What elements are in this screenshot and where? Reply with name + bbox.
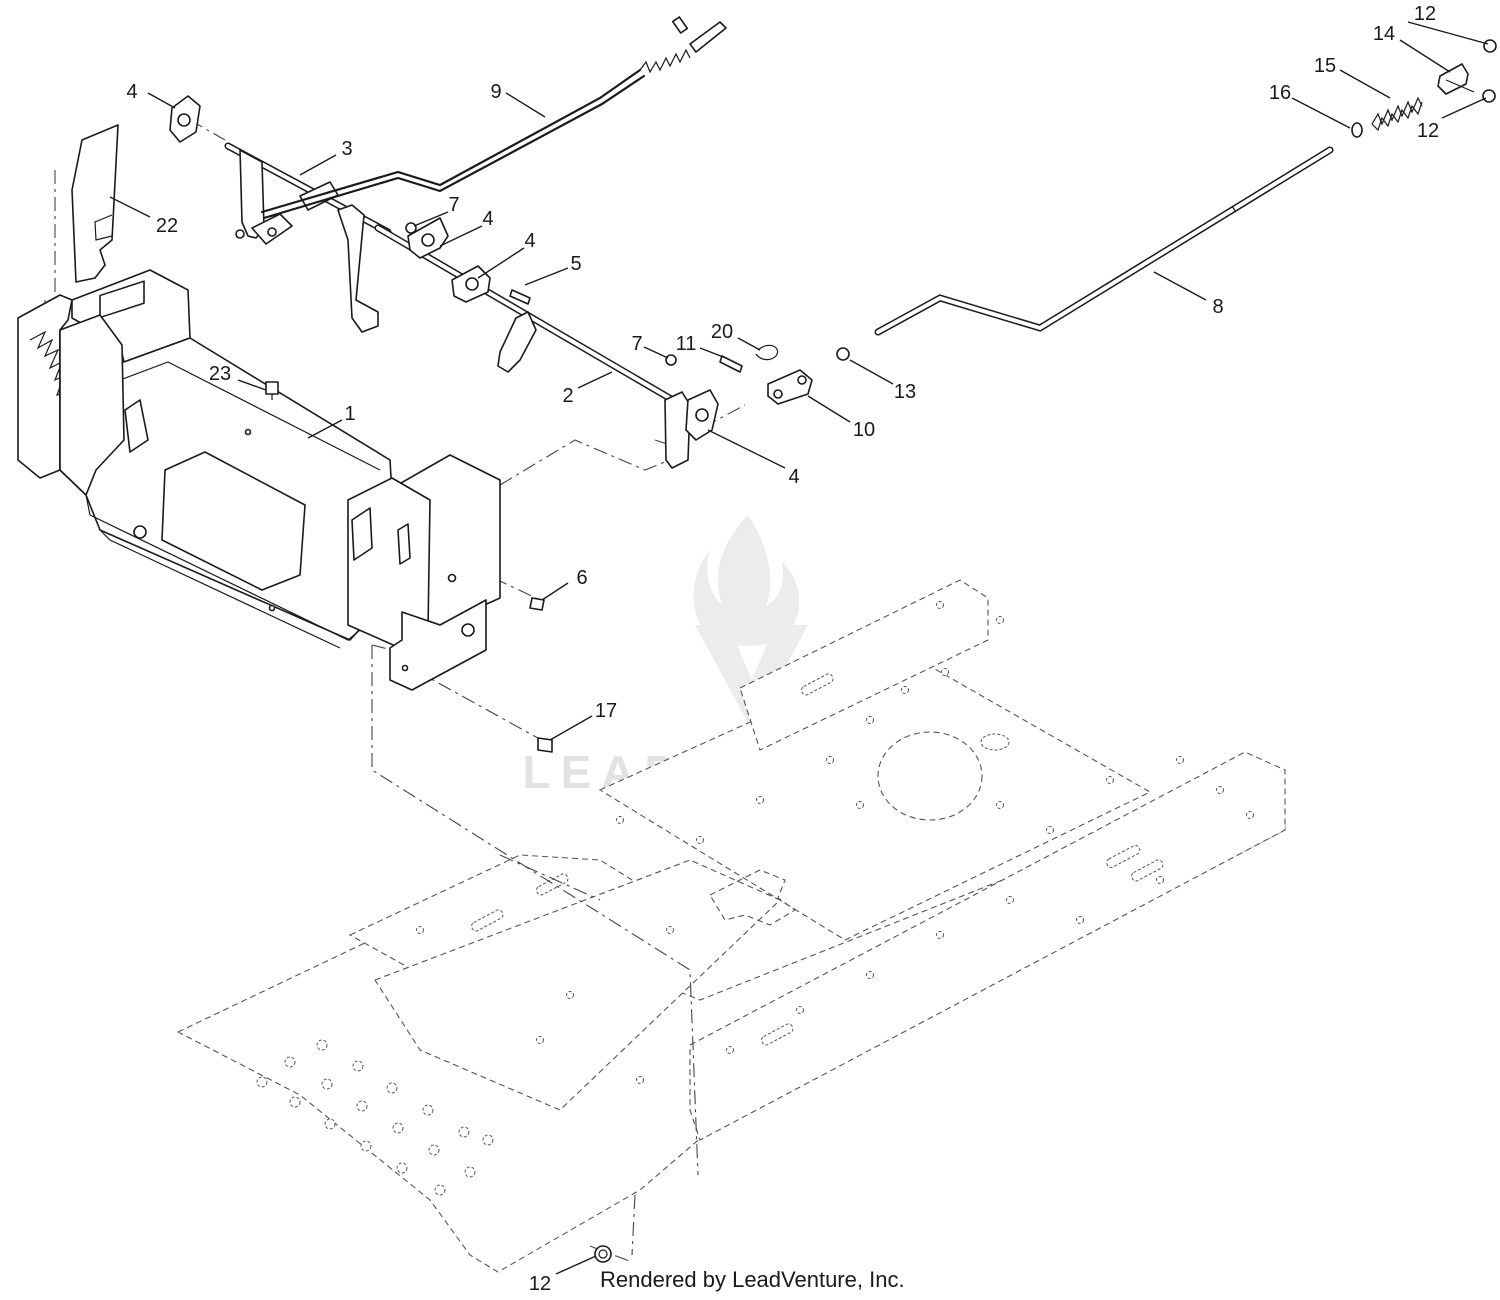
part-17-bolt: [537, 737, 553, 753]
callout-5: 5: [570, 253, 581, 275]
callout-13: 13: [894, 381, 916, 403]
callout-12: 12: [1417, 120, 1439, 142]
callout-14: 14: [1373, 23, 1395, 45]
floor-dimples: [256, 1039, 494, 1196]
frame-opening: [877, 731, 983, 821]
part-4-bearing-top-left: [169, 95, 201, 143]
callout-1: 1: [344, 403, 355, 425]
lower-floor-plate: [374, 859, 781, 1111]
upper-frame-rail: [739, 579, 989, 751]
frame-cutout: [709, 869, 797, 926]
part-1-console: [17, 269, 501, 691]
callout-7: 7: [448, 194, 459, 216]
callout-4: 4: [524, 230, 535, 252]
bracket-bolt: [447, 573, 457, 583]
leadventure-flame-logo: [693, 515, 800, 646]
bracket-bolt: [461, 623, 475, 637]
part-4-bearing-mid-a: [407, 217, 449, 259]
part-2-shaft: [374, 224, 694, 469]
part-12-nut-right: [1482, 89, 1496, 103]
console-base-edge: [99, 529, 341, 649]
console-right-slot: [397, 523, 411, 565]
part-22-notch: [94, 214, 113, 241]
callout-20: 20: [711, 321, 733, 343]
part-9-spring: [639, 48, 691, 74]
console-side-slot: [124, 399, 149, 453]
console-hole: [244, 428, 252, 436]
callout-6: 6: [576, 567, 587, 589]
console-right-slot: [351, 507, 373, 561]
part-11-pin: [719, 355, 743, 373]
part-3-lever-arm: [239, 149, 265, 239]
frame-slot: [761, 1023, 794, 1046]
leader-lines: [109, 21, 1489, 1275]
callout-15: 15: [1314, 55, 1336, 77]
part-7-nut-mid: [665, 354, 677, 366]
callouts: 4 9 3 22 7 4 4 5 20 7 11 8 2 23 1 13 10 …: [126, 3, 1439, 1295]
callout-23: 23: [209, 363, 231, 385]
chassis-frame: [176, 579, 1286, 1273]
part-2-lever: [664, 391, 691, 469]
callout-4: 4: [126, 81, 137, 103]
callout-7: 7: [631, 333, 642, 355]
callout-4: 4: [788, 466, 799, 488]
part-7-nut-top: [405, 222, 417, 234]
callout-8: 8: [1212, 296, 1223, 318]
part-14-swivel: [1437, 63, 1475, 95]
console-lower-bracket: [389, 599, 487, 691]
part-3-shaft: [224, 142, 392, 333]
callout-2: 2: [562, 385, 573, 407]
frame-slot: [1131, 859, 1164, 882]
callout-12: 12: [529, 1273, 551, 1295]
part-12-nut-top: [1483, 39, 1497, 53]
callout-3: 3: [341, 138, 352, 160]
console-display-window: [161, 451, 306, 591]
part-9-end-fitting: [689, 21, 727, 53]
frame-slot: [471, 909, 504, 932]
part-16-washer: [1351, 122, 1363, 138]
console-shoulder: [119, 361, 381, 471]
console-left-bracket-face: [59, 314, 125, 496]
frame-slot: [801, 673, 834, 696]
callout-11: 11: [676, 333, 697, 355]
frame-boss: [980, 733, 1010, 751]
part-5-pin: [509, 289, 531, 305]
frame-slot: [536, 873, 569, 896]
rendered-by-credit: Rendered by LeadVenture, Inc.: [600, 1267, 905, 1292]
frame-holes: [416, 601, 1254, 1084]
callout-4: 4: [482, 208, 493, 230]
part-9-cable-rod: [260, 16, 727, 220]
console-hole: [268, 604, 276, 612]
part-20-clip: [755, 344, 779, 361]
part-3-lower-arm: [337, 204, 379, 333]
callout-10: 10: [853, 419, 875, 441]
part-15-spring: [1371, 96, 1423, 132]
part-2-arm: [497, 311, 537, 373]
console-bolt: [133, 525, 147, 539]
bracket-hole: [401, 664, 409, 672]
part-13-nut: [836, 347, 850, 361]
part-4-bearing-mid-b: [451, 265, 491, 303]
part-12-nut-bottom: [594, 1245, 612, 1263]
frame-slot: [1106, 844, 1141, 868]
part-22-plate: [71, 124, 119, 283]
part-10-clevis: [767, 369, 813, 405]
part-8-control-rod: [874, 146, 1334, 336]
console-top-opening: [99, 280, 145, 319]
callout-9: 9: [490, 81, 501, 103]
callout-12: 12: [1414, 3, 1436, 25]
callout-22: 22: [156, 215, 178, 237]
callout-17: 17: [595, 700, 617, 722]
part-4-bearing-right: [685, 389, 719, 441]
leadventure-v-logo: [695, 625, 808, 730]
callout-16: 16: [1269, 82, 1291, 104]
part-6-bolt: [529, 597, 545, 611]
